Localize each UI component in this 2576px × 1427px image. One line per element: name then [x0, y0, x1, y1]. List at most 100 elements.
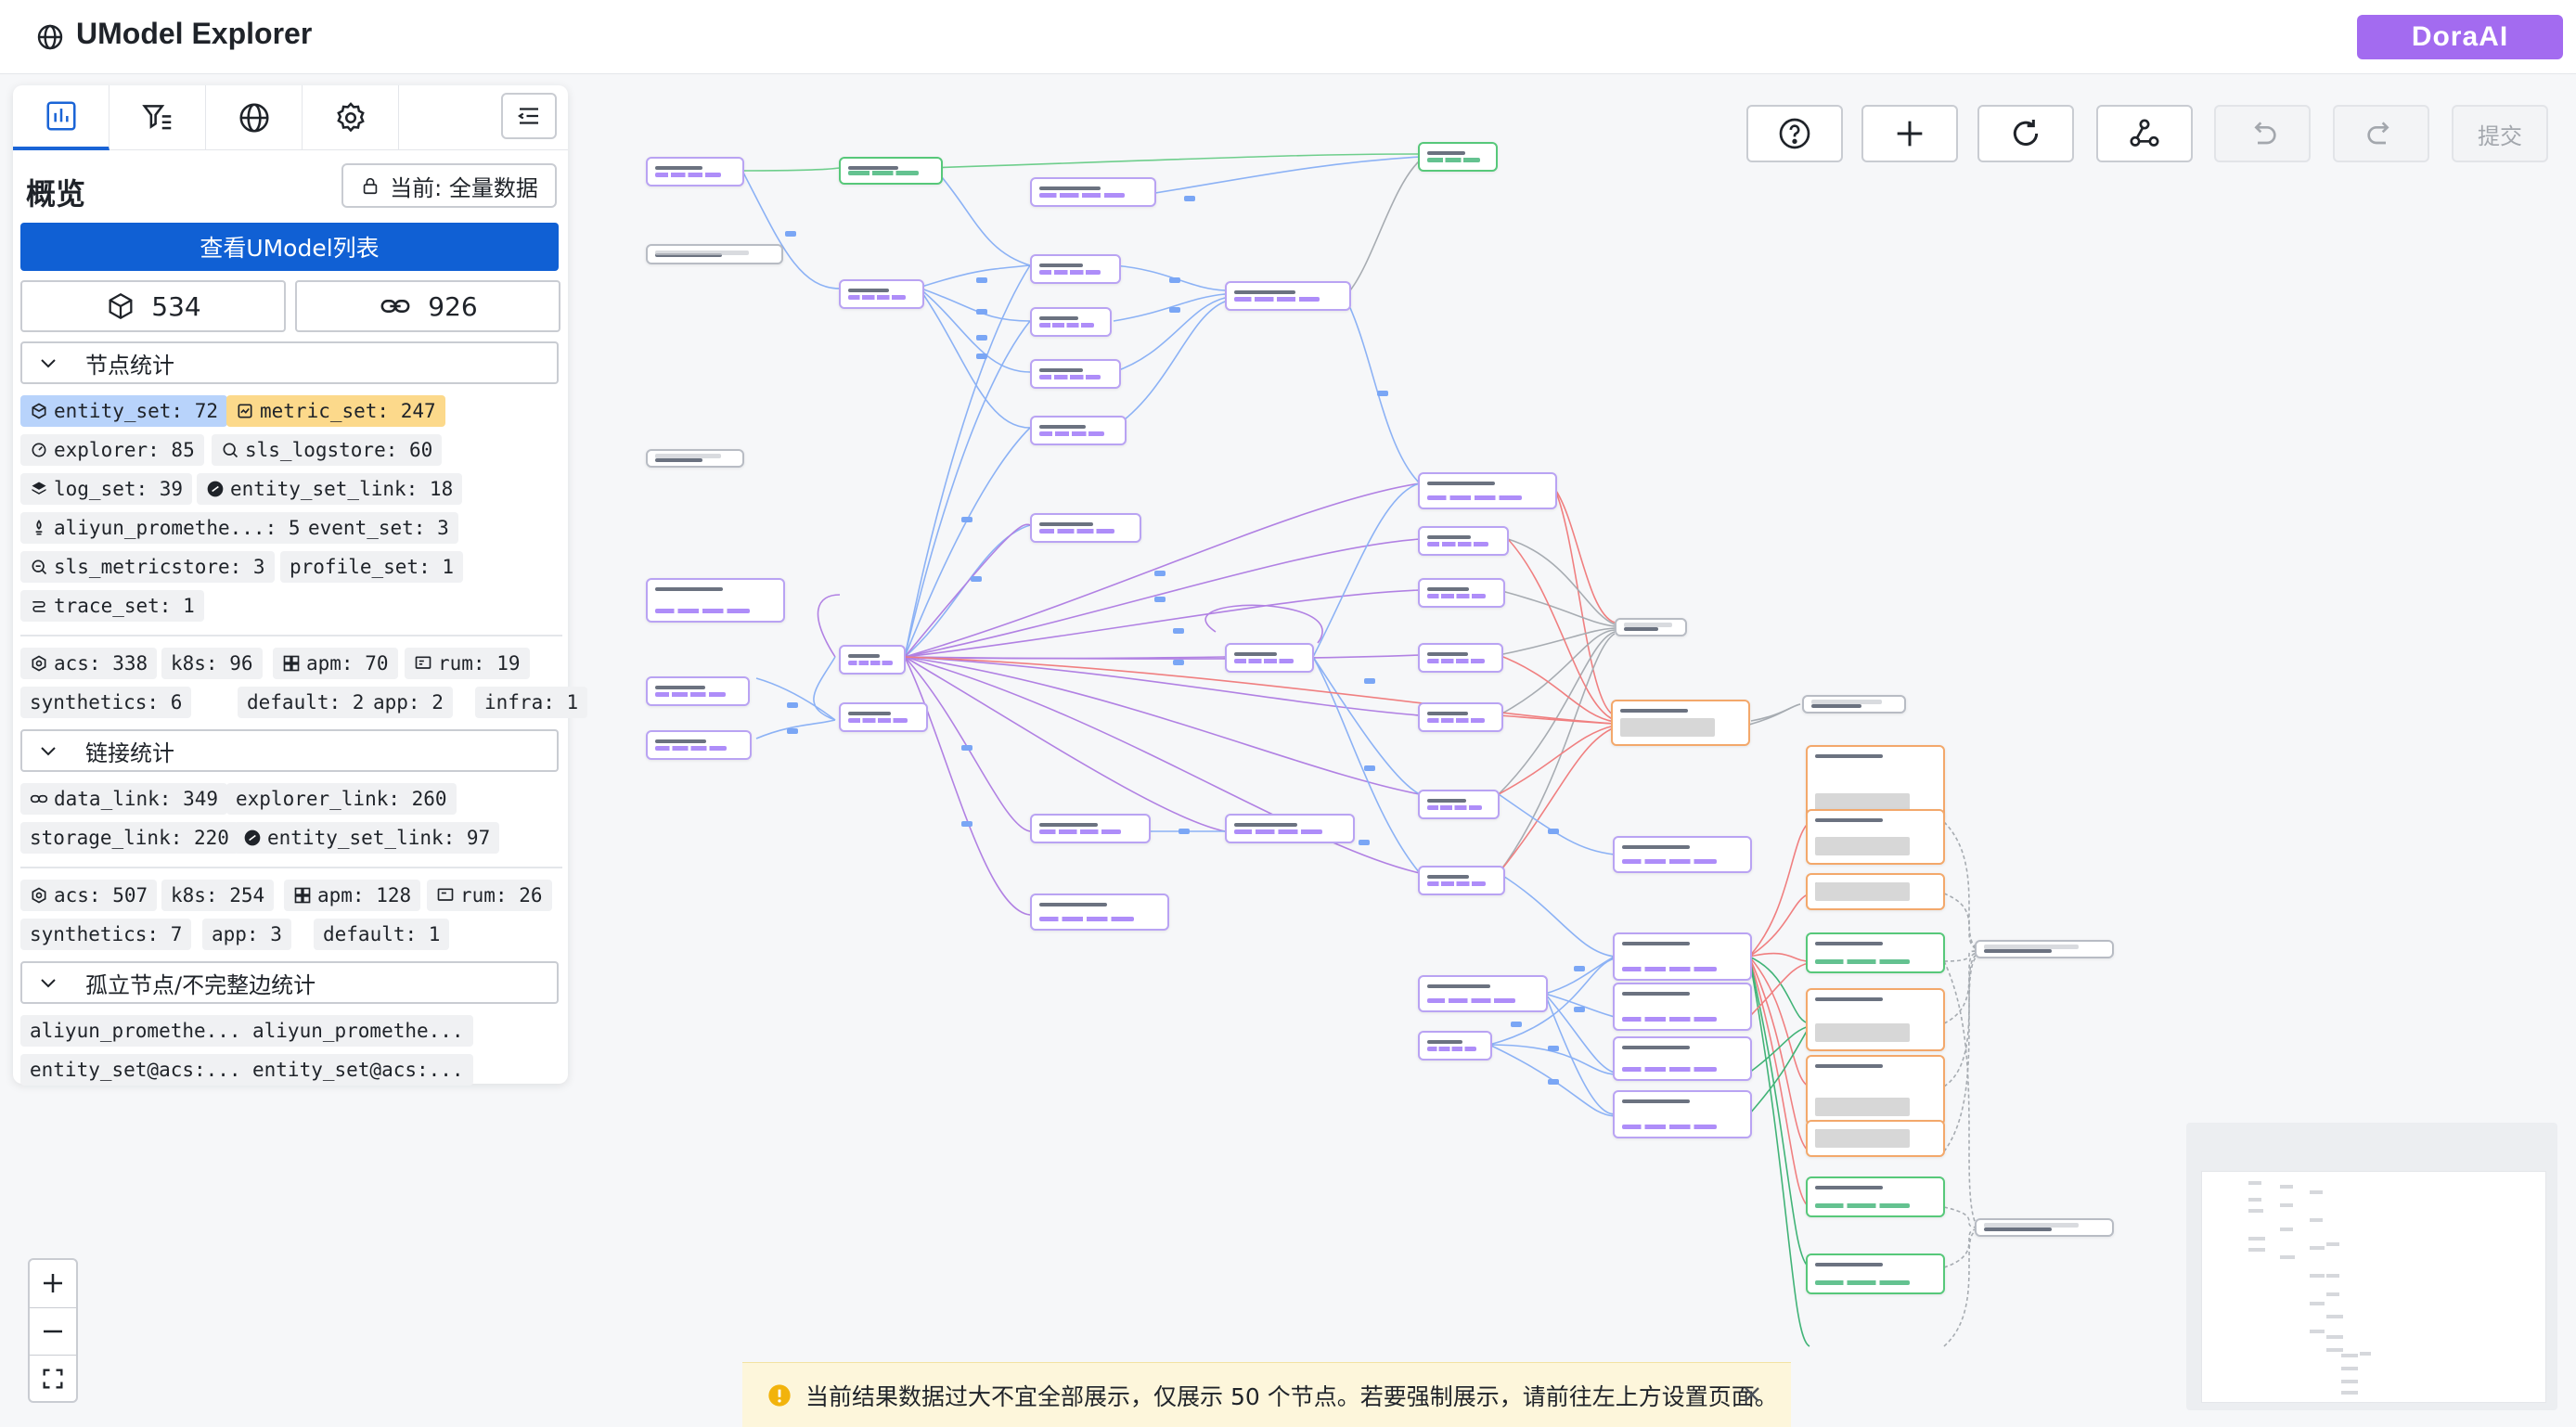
chip-entity-set[interactable]: entity_set: 72 — [20, 395, 228, 427]
chip-app[interactable]: app: 2 — [364, 687, 453, 718]
edge-label[interactable] — [961, 517, 972, 522]
edge-label[interactable] — [1364, 765, 1375, 771]
graph-node[interactable] — [1613, 836, 1752, 873]
chip-sls-metricstore[interactable]: sls_metricstore: 3 — [20, 551, 275, 583]
edge-label[interactable] — [1169, 277, 1180, 283]
edge-label[interactable] — [785, 231, 796, 237]
panel-collapse-button[interactable] — [501, 93, 557, 139]
chip-entity-set-link[interactable]: entity_set_link: 18 — [197, 473, 463, 505]
graph-node[interactable] — [1418, 702, 1503, 732]
graph-node[interactable] — [1418, 142, 1498, 172]
graph-node[interactable] — [1418, 578, 1505, 608]
edge-label[interactable] — [961, 821, 972, 827]
chip-explorer-link[interactable]: explorer_link: 260 — [226, 783, 457, 815]
graph-node[interactable] — [1030, 814, 1151, 843]
graph-node[interactable] — [1418, 975, 1548, 1012]
graph-node[interactable] — [1806, 1055, 1945, 1125]
chip-profile-set[interactable]: profile_set: 1 — [280, 551, 464, 583]
chip-storage-link[interactable]: storage_link: 220 — [20, 822, 238, 854]
chip-default[interactable]: default: 2 — [238, 687, 374, 718]
graph-node[interactable] — [1418, 790, 1500, 819]
add-button[interactable] — [1861, 105, 1958, 162]
graph-node[interactable] — [839, 645, 906, 675]
graph-node[interactable] — [1418, 526, 1509, 556]
graph-node[interactable] — [1030, 416, 1127, 445]
section-link-stats[interactable]: 链接统计 — [20, 729, 559, 772]
edge-label[interactable] — [1548, 1046, 1559, 1051]
edge-label[interactable] — [976, 354, 987, 359]
graph-node[interactable] — [1975, 940, 2114, 958]
chip-app[interactable]: app: 3 — [202, 919, 291, 950]
chip-data-link[interactable]: data_link: 349 — [20, 783, 228, 815]
chip-entity-set-link[interactable]: entity_set_link: 97 — [234, 822, 500, 854]
edge-label[interactable] — [1364, 678, 1375, 684]
edge-label[interactable] — [1359, 840, 1370, 845]
brand-logo[interactable]: DoraAI — [2357, 15, 2563, 59]
chip-synthetics[interactable]: synthetics: 7 — [20, 919, 192, 950]
edge-label[interactable] — [1154, 597, 1166, 602]
undo-button[interactable] — [2214, 105, 2311, 162]
graph-node[interactable] — [1613, 1036, 1752, 1081]
graph-node[interactable] — [646, 449, 744, 468]
minimap[interactable] — [2186, 1123, 2557, 1410]
graph-node[interactable] — [1030, 893, 1169, 931]
tab-globe[interactable] — [206, 85, 303, 150]
chip-apm[interactable]: apm: 70 — [273, 648, 398, 679]
graph-node[interactable] — [1225, 281, 1351, 311]
chip-metric-set[interactable]: metric_set: 247 — [226, 395, 445, 427]
edge-label[interactable] — [787, 702, 798, 708]
edge-label[interactable] — [1377, 391, 1388, 396]
graph-node[interactable] — [1615, 618, 1687, 636]
chip-trace-set[interactable]: trace_set: 1 — [20, 590, 204, 622]
node-count-button[interactable]: 534 — [20, 280, 286, 332]
graph-node[interactable] — [1806, 988, 1945, 1051]
graph-node[interactable] — [1802, 695, 1906, 714]
graph-node[interactable] — [646, 578, 785, 623]
refresh-button[interactable] — [1977, 105, 2074, 162]
submit-button[interactable]: 提交 — [2452, 105, 2548, 162]
edge-label[interactable] — [1511, 1022, 1522, 1027]
redo-button[interactable] — [2333, 105, 2429, 162]
edge-label[interactable] — [961, 745, 972, 751]
graph-node[interactable] — [1806, 1176, 1945, 1217]
edge-label[interactable] — [976, 335, 987, 341]
graph-node[interactable] — [646, 730, 752, 760]
help-button[interactable] — [1746, 105, 1843, 162]
edge-label[interactable] — [1173, 660, 1184, 665]
edge-label[interactable] — [1574, 1007, 1585, 1012]
graph-node[interactable] — [1418, 643, 1503, 673]
graph-node[interactable] — [1806, 1120, 1945, 1157]
graph-node[interactable] — [1806, 873, 1945, 910]
graph-node[interactable] — [1418, 1031, 1492, 1061]
edge-label[interactable] — [1169, 307, 1180, 313]
view-umodel-list-button[interactable]: 查看UModel列表 — [20, 223, 559, 271]
graph-node[interactable] — [646, 676, 750, 706]
graph-node[interactable] — [1030, 254, 1121, 284]
section-orphan-stats[interactable]: 孤立节点/不完整边统计 — [20, 961, 559, 1004]
graph-node[interactable] — [646, 244, 783, 264]
chip-orphan[interactable]: entity_set@acs:... — [20, 1054, 251, 1086]
chip-infra[interactable]: infra: 1 — [475, 687, 588, 718]
edge-label[interactable] — [971, 576, 982, 582]
edge-label[interactable] — [1184, 196, 1195, 201]
chip-rum[interactable]: rum: 26 — [427, 880, 552, 911]
graph-node[interactable] — [1613, 983, 1752, 1031]
graph-node[interactable] — [646, 157, 744, 186]
edge-label[interactable] — [1154, 571, 1166, 576]
graph-node[interactable] — [1030, 513, 1141, 543]
chip-sls-logstore[interactable]: sls_logstore: 60 — [212, 434, 443, 466]
graph-node[interactable] — [1418, 472, 1557, 509]
tab-filter[interactable] — [109, 85, 206, 150]
chip-k8s[interactable]: k8s: 96 — [161, 648, 263, 679]
graph-node[interactable] — [839, 157, 943, 185]
close-icon[interactable] — [1739, 1382, 1765, 1408]
chip-aliyun-prometheus[interactable]: aliyun_promethe...: 5 — [20, 512, 310, 544]
graph-node[interactable] — [1030, 307, 1112, 337]
edge-label[interactable] — [976, 309, 987, 315]
chip-log-set[interactable]: log_set: 39 — [20, 473, 193, 505]
edge-label[interactable] — [787, 728, 798, 734]
zoom-in-button[interactable] — [30, 1260, 76, 1306]
graph-node[interactable] — [839, 702, 928, 732]
graph-node[interactable] — [1225, 643, 1314, 673]
link-count-button[interactable]: 926 — [295, 280, 560, 332]
